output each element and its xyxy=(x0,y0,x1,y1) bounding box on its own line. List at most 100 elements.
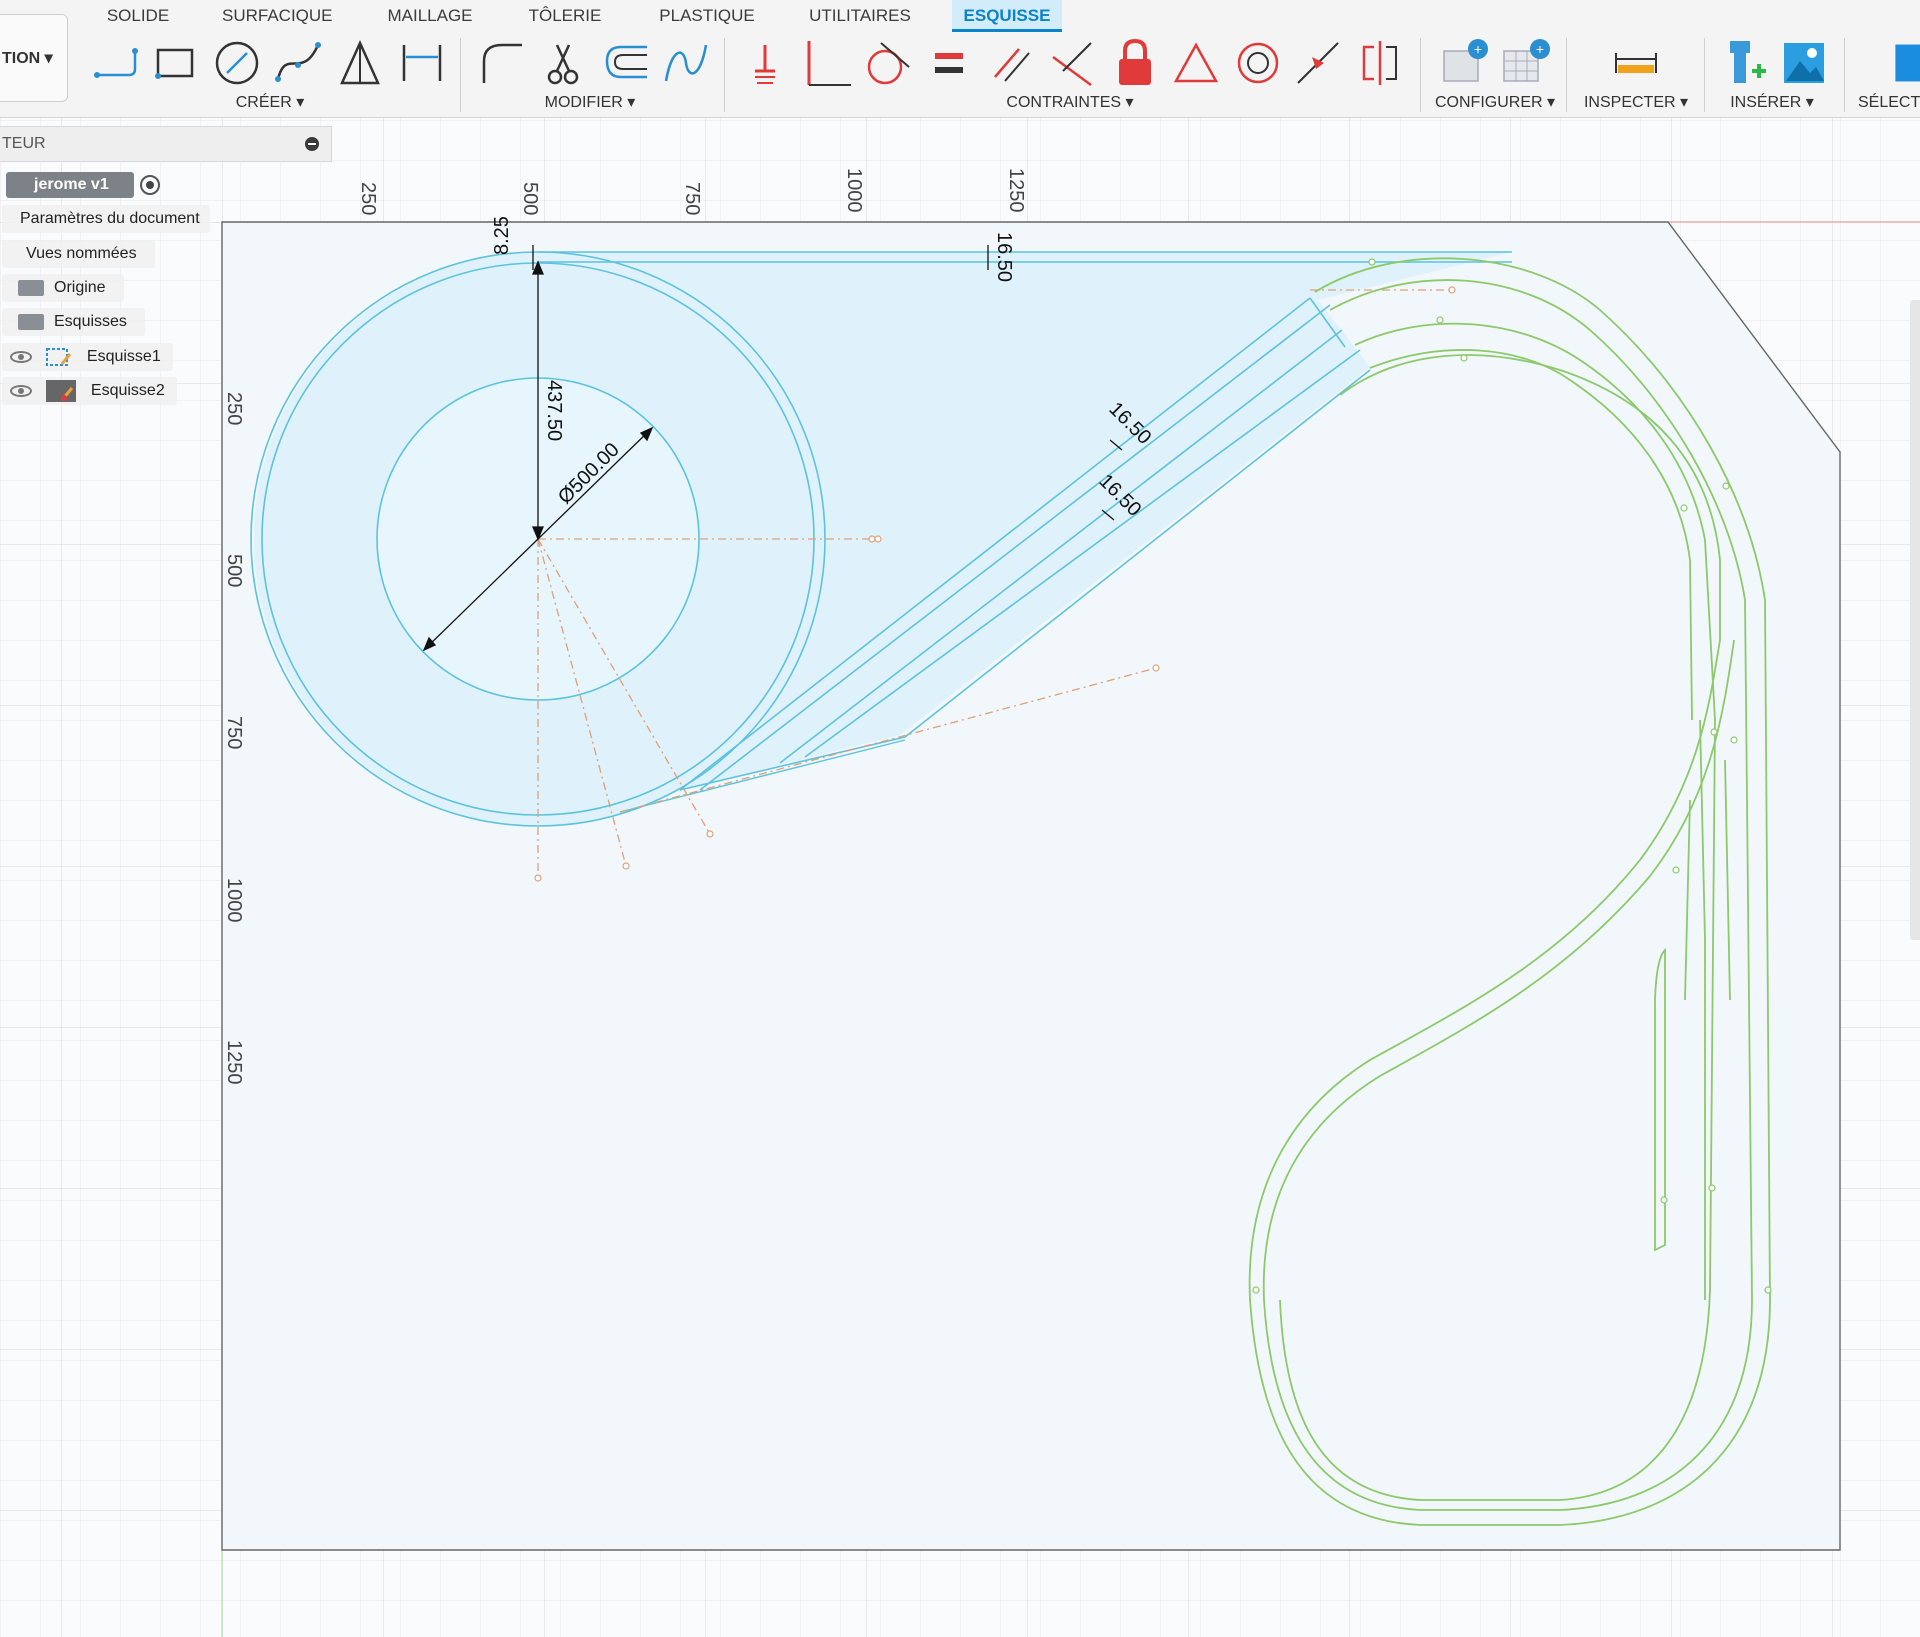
tree-item-label: Origine xyxy=(54,279,106,296)
rectangle-icon[interactable] xyxy=(145,34,205,92)
separator xyxy=(1704,38,1705,112)
tab-utilitaires[interactable]: UTILITAIRES xyxy=(809,6,911,25)
tree-item-label: Esquisses xyxy=(54,313,127,330)
activate-radio-icon[interactable] xyxy=(140,175,160,195)
diag-track-5[interactable] xyxy=(904,369,1371,738)
collapse-icon[interactable] xyxy=(305,137,319,151)
trim-icon[interactable] xyxy=(533,34,593,92)
construction-points[interactable] xyxy=(534,286,1456,882)
sketch-icon xyxy=(46,347,72,366)
separator xyxy=(724,38,725,112)
construction-lines[interactable] xyxy=(537,289,1452,878)
concentric-icon[interactable] xyxy=(1228,34,1288,92)
fillet-icon[interactable] xyxy=(470,34,530,92)
tab-plastique[interactable]: PLASTIQUE xyxy=(659,6,755,25)
ruler-top: 250 500 750 1000 1250 xyxy=(357,168,1027,215)
midpoint-icon[interactable] xyxy=(1288,34,1348,92)
tangent-icon[interactable] xyxy=(857,34,917,92)
dim-top-gap: 8.25 xyxy=(491,216,513,255)
diag-track-3[interactable] xyxy=(779,329,1343,764)
svg-text:+: + xyxy=(1536,41,1544,57)
perpendicular-icon[interactable] xyxy=(797,34,857,92)
configure-grid-icon[interactable]: + xyxy=(1496,34,1556,92)
ruler-top-250: 250 xyxy=(357,182,379,215)
sketch-canvas[interactable]: 8.25 16.50 437.50 Ø500.00 16.50 16.50 25… xyxy=(0,118,1920,1637)
track-base-2[interactable] xyxy=(619,739,906,813)
sketch2-points[interactable] xyxy=(1252,258,1772,1294)
equal-icon[interactable] xyxy=(919,34,979,92)
perpendicular-x-icon[interactable] xyxy=(1043,34,1103,92)
fix-constraint-icon[interactable] xyxy=(735,34,795,92)
diag-track-2[interactable] xyxy=(699,304,1331,791)
tree-item-label: Vues nommées xyxy=(26,245,137,262)
svg-text:+: + xyxy=(1474,41,1482,57)
offset-icon[interactable] xyxy=(595,34,655,92)
ruler-left-750: 750 xyxy=(223,716,245,749)
visibility-eye-icon[interactable] xyxy=(10,350,32,363)
dimension-icon[interactable] xyxy=(392,34,452,92)
dimension-annotations[interactable] xyxy=(422,245,1123,652)
ruler-top-1000: 1000 xyxy=(843,168,865,213)
insert-mcmaster-icon[interactable] xyxy=(1716,34,1776,92)
tab-maillage[interactable]: MAILLAGE xyxy=(387,6,473,25)
measure-icon[interactable] xyxy=(1606,34,1666,92)
tree-item-origin[interactable]: Origine xyxy=(2,274,124,302)
ruler-left-1250: 1250 xyxy=(223,1040,245,1085)
contraintes-menu[interactable]: CONTRAINTES ▾ xyxy=(1006,94,1134,111)
select-menu[interactable]: SÉLECT xyxy=(1858,94,1920,111)
tree-item-sketches[interactable]: Esquisses xyxy=(2,308,145,336)
triangle-constraint-icon[interactable] xyxy=(1166,34,1226,92)
separator xyxy=(1420,38,1421,112)
sketch2-traced-track[interactable] xyxy=(1248,257,1771,1526)
browser-root-component[interactable]: jerome v1 xyxy=(6,172,134,198)
tree-item-esquisse1[interactable]: Esquisse1 xyxy=(2,343,173,371)
toolbar-ribbon: TION ▾ SOLIDE SURFACIQUE MAILLAGE TÔLERI… xyxy=(0,0,1920,118)
inspecter-menu[interactable]: INSPECTER ▾ xyxy=(1583,94,1689,111)
spline-icon[interactable] xyxy=(268,34,328,92)
circle-icon[interactable] xyxy=(207,34,267,92)
right-panel-handle[interactable] xyxy=(1910,300,1920,940)
dim-top-width: 16.50 xyxy=(993,232,1015,282)
workspace-menu[interactable]: TION ▾ xyxy=(0,14,68,102)
ruler-left-500: 500 xyxy=(223,554,245,587)
browser-title: TEUR xyxy=(2,135,46,152)
configurer-menu[interactable]: CONFIGURER ▾ xyxy=(1434,94,1556,111)
tab-esquisse[interactable]: ESQUISSE xyxy=(952,0,1062,32)
ruler-top-750: 750 xyxy=(681,182,703,215)
folder-icon xyxy=(18,313,44,330)
lock-icon[interactable] xyxy=(1105,34,1165,92)
tab-tolerie[interactable]: TÔLERIE xyxy=(528,6,602,25)
tree-item-label: Paramètres du document xyxy=(20,210,200,227)
sketch-image-icon xyxy=(46,379,77,402)
curve-icon[interactable] xyxy=(656,34,716,92)
diag-track-4[interactable] xyxy=(804,349,1361,758)
tree-item-document-params[interactable]: Paramètres du document xyxy=(2,205,210,233)
modifier-menu[interactable]: MODIFIER ▾ xyxy=(544,94,636,111)
ruler-left-250: 250 xyxy=(223,392,245,425)
tree-item-label: Esquisse1 xyxy=(86,348,161,365)
ruler-top-1250: 1250 xyxy=(1005,168,1027,213)
tab-surfacique[interactable]: SURFACIQUE xyxy=(222,6,333,25)
insert-image-icon[interactable] xyxy=(1774,34,1834,92)
configure-table-icon[interactable]: + xyxy=(1436,34,1496,92)
triangle-icon[interactable] xyxy=(330,34,390,92)
ruler-top-500: 500 xyxy=(519,182,541,215)
tree-item-esquisse2[interactable]: Esquisse2 xyxy=(2,377,177,405)
tree-item-named-views[interactable]: Vues nommées xyxy=(2,240,155,268)
parallel-icon[interactable] xyxy=(981,34,1041,92)
separator xyxy=(1566,38,1567,112)
track-end-cap[interactable] xyxy=(1309,297,1346,348)
visibility-eye-icon[interactable] xyxy=(10,384,32,397)
ruler-left: 250 500 750 1000 1250 xyxy=(223,392,245,1085)
dim-radius: 437.50 xyxy=(543,380,565,441)
line-icon[interactable] xyxy=(85,34,145,92)
symmetry-icon[interactable] xyxy=(1350,34,1410,92)
diag-track-1[interactable] xyxy=(679,297,1311,791)
tab-solide[interactable]: SOLIDE xyxy=(106,6,170,25)
separator xyxy=(460,38,461,112)
creer-menu[interactable]: CRÉER ▾ xyxy=(235,94,305,111)
tree-item-label: Esquisse2 xyxy=(90,382,165,399)
select-icon[interactable] xyxy=(1880,34,1920,92)
inserer-menu[interactable]: INSÉRER ▾ xyxy=(1730,94,1814,111)
